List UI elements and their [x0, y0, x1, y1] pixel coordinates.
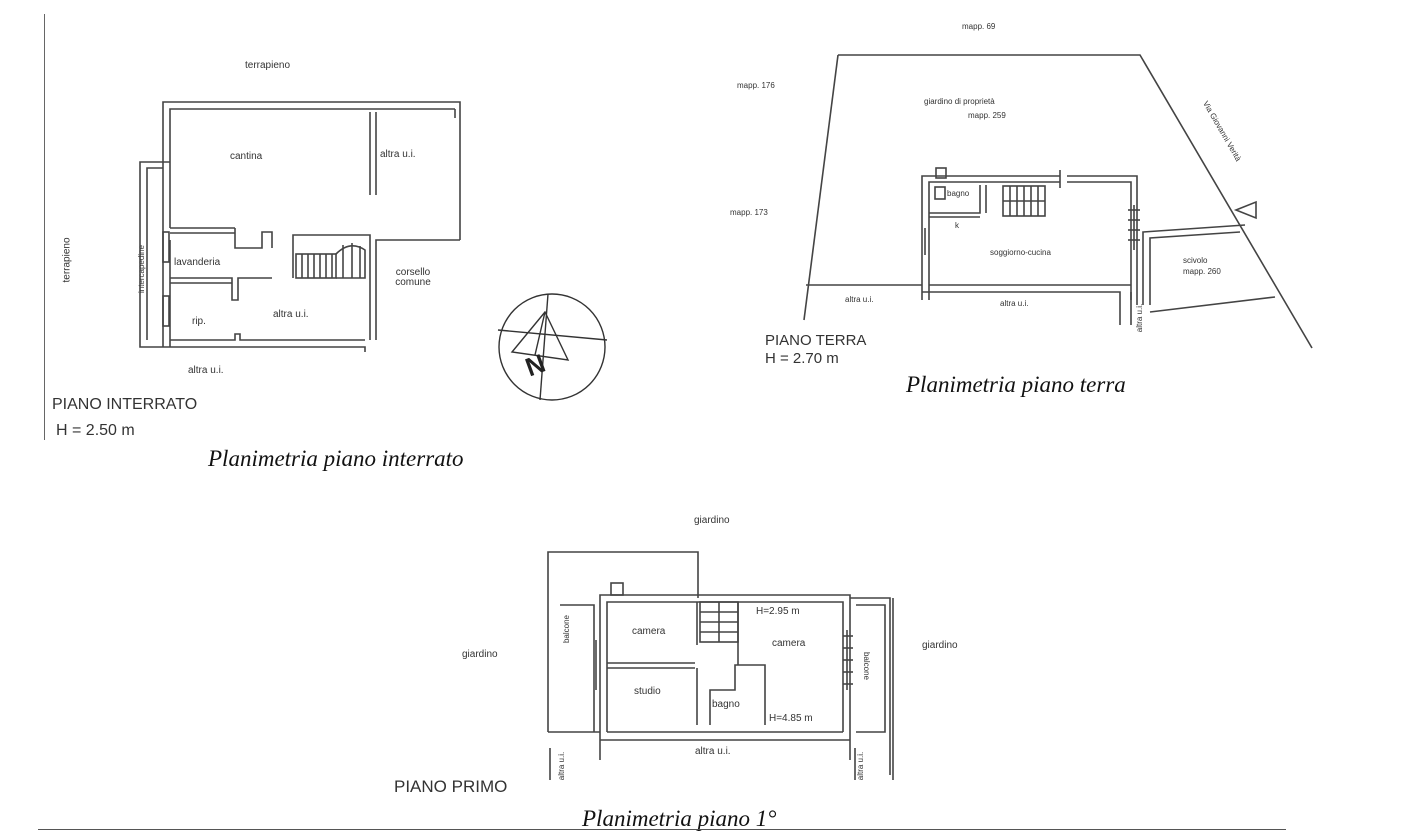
label-balcone-right: balcone [862, 651, 872, 681]
label-balcone-left: balcone [562, 614, 572, 644]
label-h-295: H=2.95 m [756, 606, 800, 617]
label-giardino-proprieta: giardino di proprietà [924, 97, 995, 106]
label-altra-ui-bottom: altra u.i. [188, 365, 224, 376]
label-cantina: cantina [230, 151, 263, 162]
plan-interrato [139, 101, 461, 352]
label-altra-ui-right: altra u.i. [380, 149, 416, 160]
plan-primo [547, 551, 894, 780]
label-k: k [955, 221, 959, 230]
caption-piano-primo: Planimetria piano 1° [582, 806, 777, 831]
page-left-rule [44, 14, 45, 440]
title-piano-terra: PIANO TERRA [765, 332, 867, 349]
label-altra-ui-center-terra: altra u.i. [1000, 299, 1029, 308]
plan-terra [803, 54, 1313, 349]
caption-piano-terra: Planimetria piano terra [906, 372, 1126, 397]
label-lavanderia: lavanderia [174, 257, 221, 268]
label-giardino-top: giardino [694, 515, 730, 526]
label-intercapedine: intercapedine [137, 244, 147, 294]
label-giardino-right: giardino [922, 640, 958, 651]
compass-rose [497, 293, 608, 401]
label-terrapieno-left: terrapieno [61, 237, 73, 283]
label-mapp-176: mapp. 176 [737, 81, 775, 90]
label-altra-ui-right-primo: altra u.i. [856, 751, 866, 781]
label-corsello-comune: corsello comune [395, 267, 431, 288]
label-mapp-260: mapp. 260 [1183, 267, 1221, 276]
label-h-485: H=4.85 m [769, 713, 813, 724]
label-altra-ui-left-terra: altra u.i. [845, 295, 874, 304]
label-giardino-left: giardino [462, 649, 498, 660]
caption-piano-interrato: Planimetria piano interrato [208, 446, 464, 471]
title-piano-primo: PIANO PRIMO [394, 777, 508, 796]
label-mapp-173: mapp. 173 [730, 208, 768, 217]
label-terrapieno-top: terrapieno [245, 60, 291, 71]
label-bagno-terra: bagno [947, 189, 970, 198]
label-altra-ui-center-primo: altra u.i. [695, 746, 731, 757]
label-camera-left: camera [632, 626, 666, 637]
label-altra-ui-center: altra u.i. [273, 309, 309, 320]
page-bottom-rule [38, 829, 1286, 830]
height-piano-interrato: H = 2.50 m [56, 422, 135, 439]
label-bagno-primo: bagno [712, 699, 740, 710]
label-soggiorno-cucina: soggiorno-cucina [990, 248, 1051, 257]
label-mapp-259: mapp. 259 [968, 111, 1006, 120]
label-studio: studio [634, 686, 661, 697]
height-piano-terra: H = 2.70 m [765, 350, 839, 367]
title-piano-interrato: PIANO INTERRATO [52, 396, 198, 413]
label-mapp-69: mapp. 69 [962, 22, 996, 31]
label-camera-right: camera [772, 638, 806, 649]
label-rip: rip. [192, 316, 206, 327]
label-altra-ui-left-primo: altra u.i. [557, 751, 567, 781]
label-scivolo: scivolo [1183, 256, 1208, 265]
label-altra-ui-right-terra: altra u.i. [1135, 303, 1145, 333]
